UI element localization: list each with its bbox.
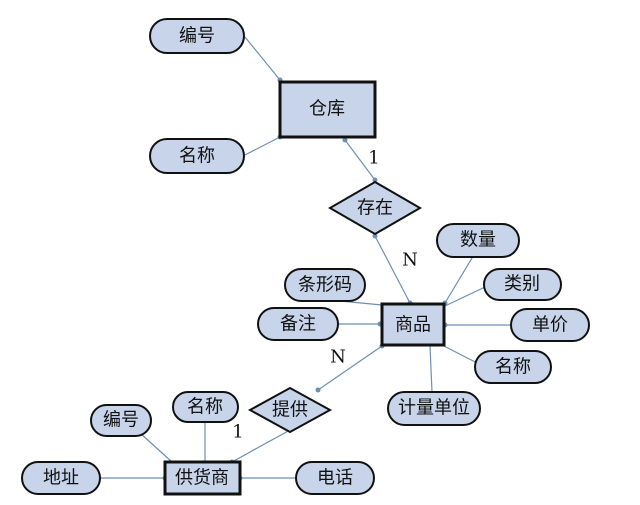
attr-goods-price[interactable]: 单价 <box>510 308 590 342</box>
attr-supplier-name-label: 名称 <box>187 397 223 418</box>
attr-supplier-phone[interactable]: 电话 <box>295 461 375 495</box>
attr-supplier-address[interactable]: 地址 <box>21 461 101 495</box>
attr-goods-barcode-label: 条形码 <box>298 275 352 296</box>
edge-warehouse-name <box>244 136 281 156</box>
attr-goods-unit[interactable]: 计量单位 <box>387 391 481 426</box>
entity-warehouse[interactable]: 仓库 <box>278 80 377 139</box>
cardinality-goods-provide: N <box>330 347 346 368</box>
attr-goods-note[interactable]: 备注 <box>257 307 339 341</box>
attr-goods-price-label: 单价 <box>532 315 568 336</box>
entity-warehouse-label: 仓库 <box>309 99 345 120</box>
attr-goods-qty[interactable]: 数量 <box>436 223 520 258</box>
cardinality-goods-store: N <box>402 250 418 271</box>
attr-goods-category[interactable]: 类别 <box>483 268 562 301</box>
attr-goods-name-label: 名称 <box>495 357 531 378</box>
attr-warehouse-id[interactable]: 编号 <box>149 18 245 54</box>
cardinality-warehouse-store: 1 <box>368 148 379 169</box>
relationship-store-label: 存在 <box>357 198 393 219</box>
attr-goods-category-label: 类别 <box>504 274 540 295</box>
dot <box>315 387 321 393</box>
edge-goods-category <box>444 286 486 307</box>
attr-warehouse-name[interactable]: 名称 <box>149 138 245 174</box>
relationship-provide-label: 提供 <box>272 400 308 421</box>
entity-supplier[interactable]: 供货商 <box>163 460 242 496</box>
relationship-store[interactable]: 存在 <box>328 180 422 236</box>
entity-goods-label: 商品 <box>395 315 431 336</box>
attr-goods-qty-label: 数量 <box>460 230 496 251</box>
attr-supplier-address-label: 地址 <box>43 468 79 489</box>
cardinality-supplier-provide: 1 <box>232 422 243 443</box>
dot <box>372 233 378 239</box>
attr-supplier-phone-label: 电话 <box>317 468 353 489</box>
attr-supplier-id[interactable]: 编号 <box>90 404 152 437</box>
attr-warehouse-name-label: 名称 <box>179 146 215 167</box>
dot <box>342 137 348 143</box>
edge-warehouse-id <box>244 36 281 81</box>
edge-provide-supplier <box>231 429 291 463</box>
edge-goods-unit <box>429 345 433 393</box>
dot <box>372 177 378 183</box>
entity-supplier-label: 供货商 <box>175 468 229 489</box>
edge-supplier-id <box>139 432 173 463</box>
attr-goods-barcode[interactable]: 条形码 <box>284 268 366 302</box>
relationship-provide[interactable]: 提供 <box>247 386 333 434</box>
attr-goods-unit-label: 计量单位 <box>398 398 470 419</box>
attr-goods-name[interactable]: 名称 <box>474 350 552 384</box>
attr-warehouse-id-label: 编号 <box>179 26 215 47</box>
entity-goods[interactable]: 商品 <box>380 302 446 347</box>
edge-warehouse-store <box>344 139 376 181</box>
attr-goods-note-label: 备注 <box>280 314 316 335</box>
edge-goods-provide <box>317 345 383 391</box>
attr-supplier-name[interactable]: 名称 <box>172 391 239 423</box>
edge-store-goods <box>374 235 411 304</box>
attr-supplier-id-label: 编号 <box>103 410 139 431</box>
